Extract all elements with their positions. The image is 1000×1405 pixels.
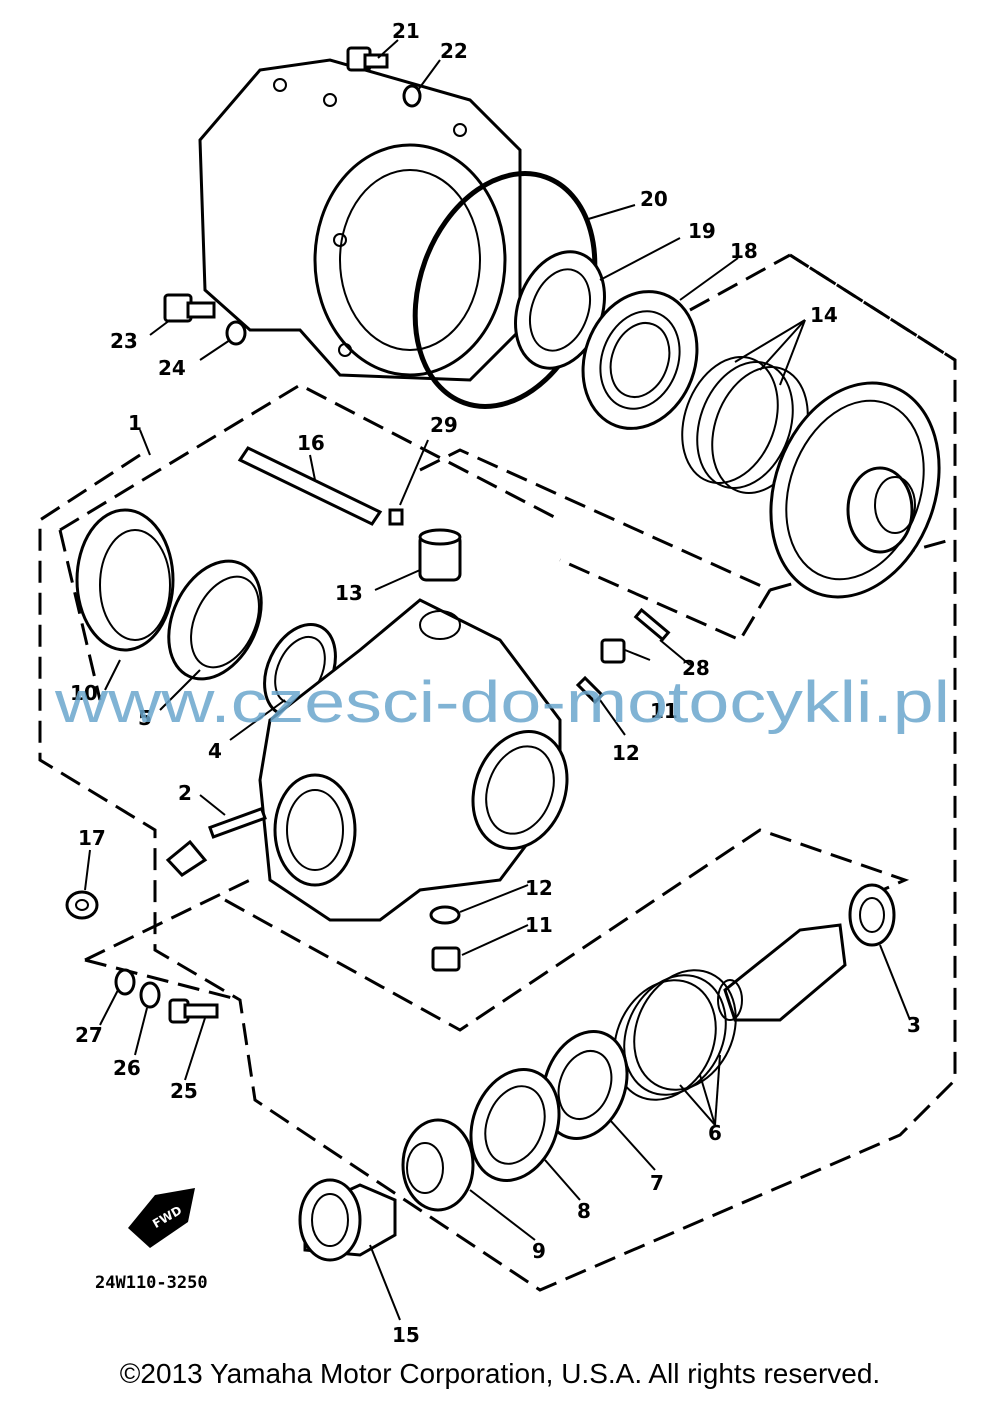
callout-24: 24 [158, 356, 186, 380]
callout-12-lower: 12 [525, 876, 553, 900]
bearing-housing-8 [469, 1068, 561, 1182]
callout-29: 29 [430, 413, 458, 437]
cap-13 [418, 528, 462, 582]
callout-25-left: 25 [170, 1079, 198, 1103]
callout-2: 2 [178, 781, 192, 805]
callout-11-upper: 11 [650, 699, 678, 723]
bolt-12-upper [575, 675, 605, 705]
plug-11-lower [431, 946, 461, 972]
fwd-arrow-icon: FWD [128, 1188, 195, 1248]
collar-9 [401, 1118, 475, 1212]
washer-27 [114, 968, 136, 996]
callout-4: 4 [208, 739, 222, 763]
callout-17: 17 [78, 826, 106, 850]
callout-5: 5 [138, 706, 152, 730]
washer-22 [402, 84, 422, 108]
callout-28: 28 [682, 656, 710, 680]
shaft-16 [237, 446, 383, 526]
bolt-25 [168, 998, 219, 1024]
callout-15: 15 [392, 1323, 420, 1347]
copyright-notice: ©2013 Yamaha Motor Corporation, U.S.A. A… [119, 1358, 881, 1389]
callout-18: 18 [730, 239, 758, 263]
bearing-3 [848, 883, 896, 947]
ring-gear [769, 381, 941, 599]
stud-2 [207, 806, 267, 839]
washer-24 [225, 320, 247, 346]
needle-bearing-5 [167, 559, 263, 681]
bearing-18 [581, 290, 699, 430]
gear-case [258, 598, 569, 922]
plug-11-upper [600, 638, 626, 664]
callout-13: 13 [335, 581, 363, 605]
watermark: www.czesci-do-motocykli.pl [54, 670, 950, 735]
callout-1: 1 [128, 411, 142, 435]
assembly-outline-1 [38, 253, 957, 1292]
collar-10 [75, 508, 175, 652]
callout-27: 27 [75, 1023, 103, 1047]
coupling-15 [298, 1178, 397, 1262]
clip-29 [388, 508, 404, 526]
washer-12-lower [429, 905, 461, 925]
callout-22: 22 [440, 39, 468, 63]
leader-lines [84, 39, 911, 1321]
callout-16: 16 [297, 431, 325, 455]
bolt-21 [346, 46, 389, 72]
callout-20: 20 [640, 187, 668, 211]
callout-9: 9 [532, 1239, 546, 1263]
bracket [165, 839, 208, 877]
callout-8: 8 [577, 1199, 591, 1223]
pinion-shaft [717, 923, 847, 1022]
callout-7: 7 [650, 1171, 664, 1195]
callout-19: 19 [688, 219, 716, 243]
washer-26 [139, 981, 161, 1009]
callout-labels: 1 2 3 4 5 6 7 8 9 10 11 11 12 12 13 14 1… [70, 19, 921, 1347]
callout-23: 23 [110, 329, 138, 353]
callout-12-upper: 12 [612, 741, 640, 765]
oil-seal-19 [514, 250, 606, 370]
shims-6 [613, 969, 737, 1101]
gear-case-cover [198, 58, 522, 382]
callout-11-lower: 11 [525, 913, 553, 937]
diagram-code: 24W110-3250 [95, 1273, 208, 1293]
bearing-7 [541, 1030, 629, 1140]
callout-10: 10 [70, 681, 98, 705]
bolt-23 [163, 293, 216, 323]
callout-26: 26 [113, 1056, 141, 1080]
bolt-28 [633, 607, 671, 642]
nut-17 [65, 890, 99, 920]
callout-3: 3 [907, 1013, 921, 1037]
callout-6: 6 [708, 1121, 722, 1145]
callout-21: 21 [392, 19, 420, 43]
callout-14: 14 [810, 303, 838, 327]
